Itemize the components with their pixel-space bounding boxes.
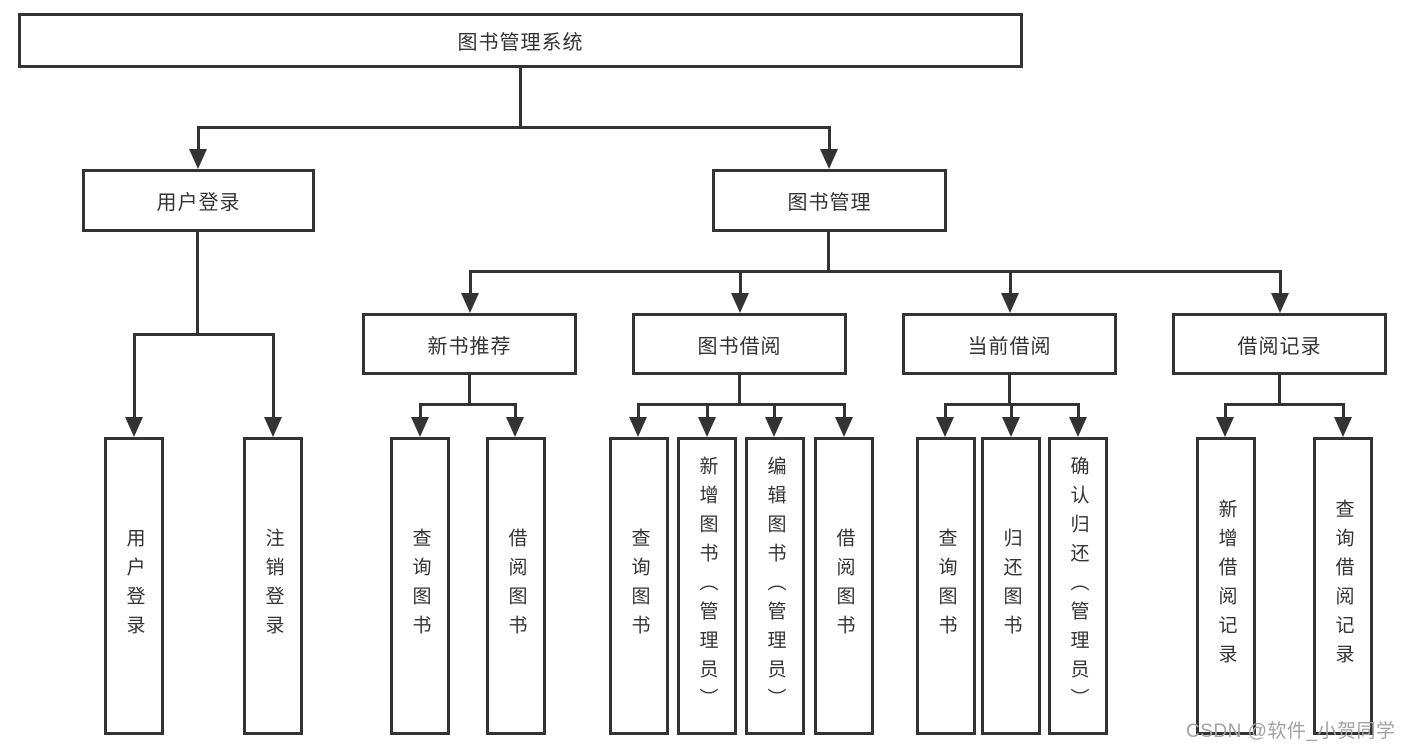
node-label: 图书借阅 (697, 335, 782, 358)
leaf-add-borrow-record: 新增借阅记录 (1196, 437, 1256, 735)
connector-vline (469, 270, 472, 295)
node-label: 新书推荐 (427, 335, 512, 358)
node-book-borrow: 图书借阅 (632, 313, 847, 375)
connector-vline (519, 68, 522, 127)
arrow-down-icon (629, 417, 647, 437)
connector-vline (419, 403, 422, 419)
arrow-down-icon (765, 417, 783, 437)
arrow-down-icon (461, 293, 479, 313)
node-book-management: 图书管理 (712, 169, 947, 232)
leaf-query-books-recommend: 查询图书 (390, 437, 450, 735)
arrow-down-icon (936, 417, 954, 437)
node-current-borrow: 当前借阅 (902, 313, 1117, 375)
connector-vline (843, 403, 846, 419)
leaf-label: 查询借阅记录 (1332, 499, 1354, 673)
arrow-down-icon (125, 417, 143, 437)
leaf-label: 新增图书（管理员） (696, 455, 718, 717)
leaf-query-books-borrow: 查询图书 (609, 437, 669, 735)
node-label: 借阅记录 (1237, 335, 1322, 358)
connector-vline (468, 375, 471, 405)
connector-hline (1224, 403, 1345, 406)
arrow-down-icon (506, 417, 524, 437)
leaf-label: 编辑图书（管理员） (764, 455, 786, 717)
arrow-down-icon (820, 149, 838, 169)
arrow-down-icon (1334, 417, 1352, 437)
connector-vline (1009, 270, 1012, 295)
connector-vline (1278, 375, 1281, 405)
leaf-user-login: 用户登录 (104, 437, 164, 735)
leaf-label: 查询图书 (628, 528, 650, 644)
arrow-down-icon (1271, 293, 1289, 313)
leaf-query-books-current: 查询图书 (916, 437, 976, 735)
connector-vline (637, 403, 640, 419)
leaf-label: 新增借阅记录 (1215, 499, 1237, 673)
connector-vline (1279, 270, 1282, 295)
leaf-logout: 注销登录 (243, 437, 303, 735)
node-borrow-records: 借阅记录 (1172, 313, 1387, 375)
leaf-label: 查询图书 (409, 528, 431, 644)
leaf-return-book: 归还图书 (981, 437, 1041, 735)
connector-vline (827, 232, 830, 272)
arrow-down-icon (411, 417, 429, 437)
connector-vline (133, 333, 136, 419)
connector-vline (1342, 403, 1345, 419)
connector-vline (738, 375, 741, 405)
leaf-label: 借阅图书 (505, 528, 527, 644)
leaf-borrow-books: 借阅图书 (814, 437, 874, 735)
connector-vline (773, 403, 776, 419)
connector-vline (1008, 375, 1011, 405)
leaf-label: 归还图书 (1000, 528, 1022, 644)
leaf-edit-book-admin: 编辑图书（管理员） (745, 437, 805, 735)
arrow-down-icon (1069, 417, 1087, 437)
node-library-management-system: 图书管理系统 (18, 13, 1023, 68)
arrow-down-icon (1002, 417, 1020, 437)
leaf-label: 确认归还（管理员） (1067, 455, 1089, 717)
connector-vline (514, 403, 517, 419)
connector-hline (469, 270, 1281, 273)
connector-vline (1010, 403, 1013, 419)
leaf-label: 借阅图书 (833, 528, 855, 644)
arrow-down-icon (698, 417, 716, 437)
leaf-query-borrow-record: 查询借阅记录 (1313, 437, 1373, 735)
connector-hline (133, 333, 274, 336)
leaf-confirm-return-admin: 确认归还（管理员） (1048, 437, 1108, 735)
connector-vline (1077, 403, 1080, 419)
connector-vline (197, 126, 200, 151)
arrow-down-icon (731, 293, 749, 313)
leaf-label: 用户登录 (123, 528, 145, 644)
node-user-login: 用户登录 (82, 169, 315, 232)
arrow-down-icon (835, 417, 853, 437)
csdn-watermark: CSDN @软件_小贺同学 (1186, 721, 1396, 742)
node-label: 当前借阅 (967, 335, 1052, 358)
arrow-down-icon (189, 149, 207, 169)
arrow-down-icon (1001, 293, 1019, 313)
connector-vline (706, 403, 709, 419)
node-label: 图书管理 (787, 192, 872, 214)
connector-vline (944, 403, 947, 419)
leaf-label: 注销登录 (262, 528, 284, 644)
connector-hline (419, 403, 517, 406)
connector-vline (272, 333, 275, 419)
connector-hline (637, 403, 846, 406)
arrow-down-icon (1216, 417, 1234, 437)
node-new-book-recommend: 新书推荐 (362, 313, 577, 375)
connector-vline (1224, 403, 1227, 419)
leaf-borrow-books-recommend: 借阅图书 (486, 437, 546, 735)
node-label: 图书管理系统 (457, 32, 584, 54)
leaf-label: 查询图书 (935, 528, 957, 644)
connector-vline (828, 126, 831, 151)
connector-hline (197, 126, 830, 129)
arrow-down-icon (264, 417, 282, 437)
connector-vline (739, 270, 742, 295)
node-label: 用户登录 (156, 192, 241, 214)
connector-vline (196, 232, 199, 335)
leaf-add-book-admin: 新增图书（管理员） (677, 437, 737, 735)
